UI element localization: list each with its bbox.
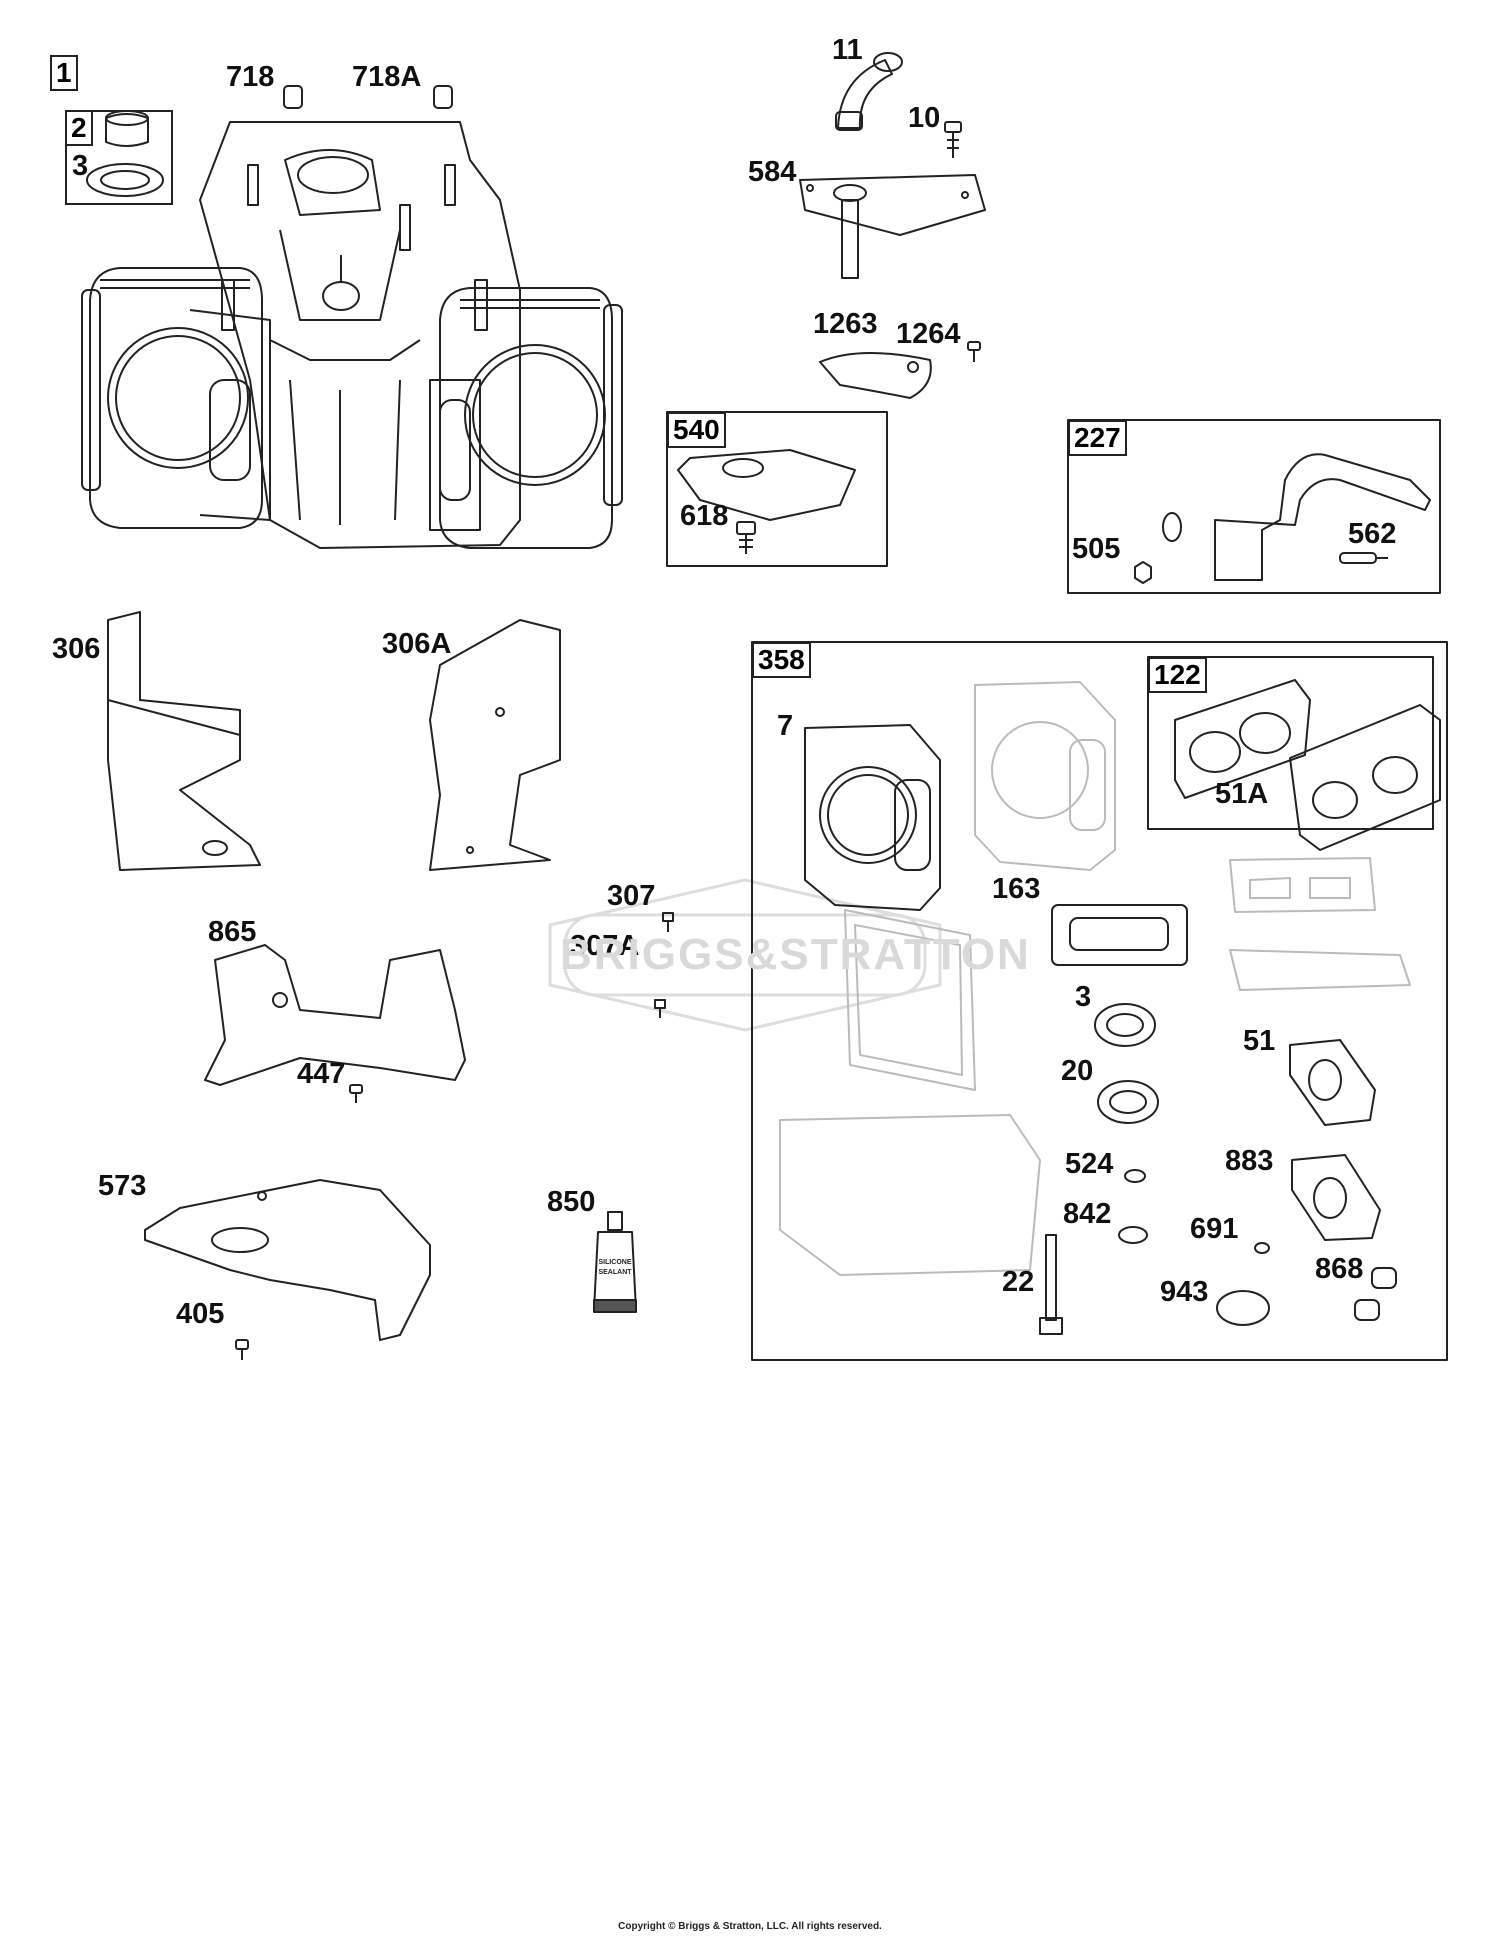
label-718a: 718A	[352, 61, 422, 93]
sealant-line-2: SEALANT	[598, 1269, 632, 1276]
baffle-573-drawing	[144, 1179, 431, 1341]
screw-405-drawing	[235, 1339, 249, 1360]
box-358-frame	[751, 641, 1448, 1361]
label-11: 11	[832, 34, 863, 66]
box-122-frame	[1147, 656, 1434, 830]
bracket-227-drawing	[1134, 453, 1431, 584]
dipstick-tube-drawing	[835, 52, 903, 131]
seal-20-drawing	[1097, 1080, 1159, 1124]
label-22: 22	[1002, 1266, 1035, 1298]
label-1264: 1264	[896, 318, 961, 350]
watermark-text: BRIGGS&STRATTON	[560, 930, 1031, 979]
gasket-883-drawing	[1291, 1154, 1381, 1241]
label-1263: 1263	[813, 308, 878, 340]
sealant-tube-drawing: SILICONE SEALANT	[593, 1211, 637, 1313]
gasket-7-drawing	[804, 724, 941, 911]
box-tag-1: 1	[50, 55, 78, 91]
gasket-ghosts-drawing	[779, 857, 1411, 1276]
copyright-notice: Copyright © Briggs & Stratton, LLC. All …	[618, 1921, 882, 1932]
box-tag-227: 227	[1068, 420, 1127, 456]
sealant-line-1: SILICONE	[598, 1259, 631, 1266]
box-2-frame	[65, 110, 173, 205]
label-868: 868	[1315, 1253, 1364, 1285]
label-573: 573	[98, 1170, 147, 1202]
label-307a: 307A	[570, 930, 640, 962]
label-51: 51	[1243, 1025, 1276, 1057]
shroud-306-drawing	[107, 611, 261, 871]
label-3-gasket: 3	[1075, 981, 1092, 1013]
box-tag-2: 2	[65, 110, 93, 146]
label-842: 842	[1063, 1198, 1112, 1230]
gasket-163-drawing	[1051, 904, 1188, 966]
label-306a: 306A	[382, 628, 452, 660]
breather-plate-584-drawing	[799, 174, 986, 279]
label-883: 883	[1225, 1145, 1274, 1177]
screw-307-drawing	[662, 912, 674, 932]
gasket-51-drawing	[1289, 1039, 1376, 1126]
label-51a: 51A	[1215, 778, 1269, 810]
box-tag-540: 540	[667, 412, 726, 448]
shroud-306a-drawing	[429, 619, 561, 871]
label-163: 163	[992, 873, 1041, 905]
label-562: 562	[1348, 518, 1397, 550]
label-3-seal: 3	[72, 150, 89, 182]
plate-540-drawing	[677, 449, 856, 554]
seal-3-drawing	[1094, 1003, 1156, 1047]
screw-447-drawing	[349, 1084, 363, 1103]
label-943: 943	[1160, 1276, 1209, 1308]
pins-868-drawing	[1354, 1267, 1397, 1321]
label-10: 10	[908, 102, 941, 134]
label-7: 7	[777, 710, 794, 742]
label-691: 691	[1190, 1213, 1239, 1245]
part-1263-drawing	[819, 341, 981, 399]
oring-943-drawing	[1216, 1290, 1270, 1326]
label-307: 307	[607, 880, 656, 912]
plate-865-drawing	[204, 944, 466, 1086]
box-540-frame	[666, 411, 888, 567]
label-584: 584	[748, 156, 797, 188]
screw-307a-drawing	[654, 999, 666, 1018]
cylinder-block-drawing	[81, 85, 623, 549]
label-20: 20	[1061, 1055, 1094, 1087]
label-405: 405	[176, 1298, 225, 1330]
label-447: 447	[297, 1058, 346, 1090]
box-tag-122: 122	[1148, 657, 1207, 693]
label-618: 618	[680, 500, 729, 532]
box-tag-358: 358	[752, 642, 811, 678]
ring-691-drawing	[1254, 1242, 1270, 1254]
gasket-7-ghost-drawing	[974, 681, 1116, 871]
label-865: 865	[208, 916, 257, 948]
watermark-logo	[548, 878, 942, 1032]
label-306: 306	[52, 633, 101, 665]
label-505: 505	[1072, 533, 1121, 565]
box-227-frame	[1067, 419, 1441, 594]
screw-10-drawing	[944, 121, 962, 158]
ring-842-drawing	[1118, 1226, 1148, 1244]
gasket-122-drawing	[1174, 679, 1441, 851]
label-850: 850	[547, 1186, 596, 1218]
label-524: 524	[1065, 1148, 1114, 1180]
bolt-22-drawing	[1039, 1234, 1063, 1335]
label-718: 718	[226, 61, 275, 93]
ring-524-drawing	[1124, 1169, 1146, 1183]
